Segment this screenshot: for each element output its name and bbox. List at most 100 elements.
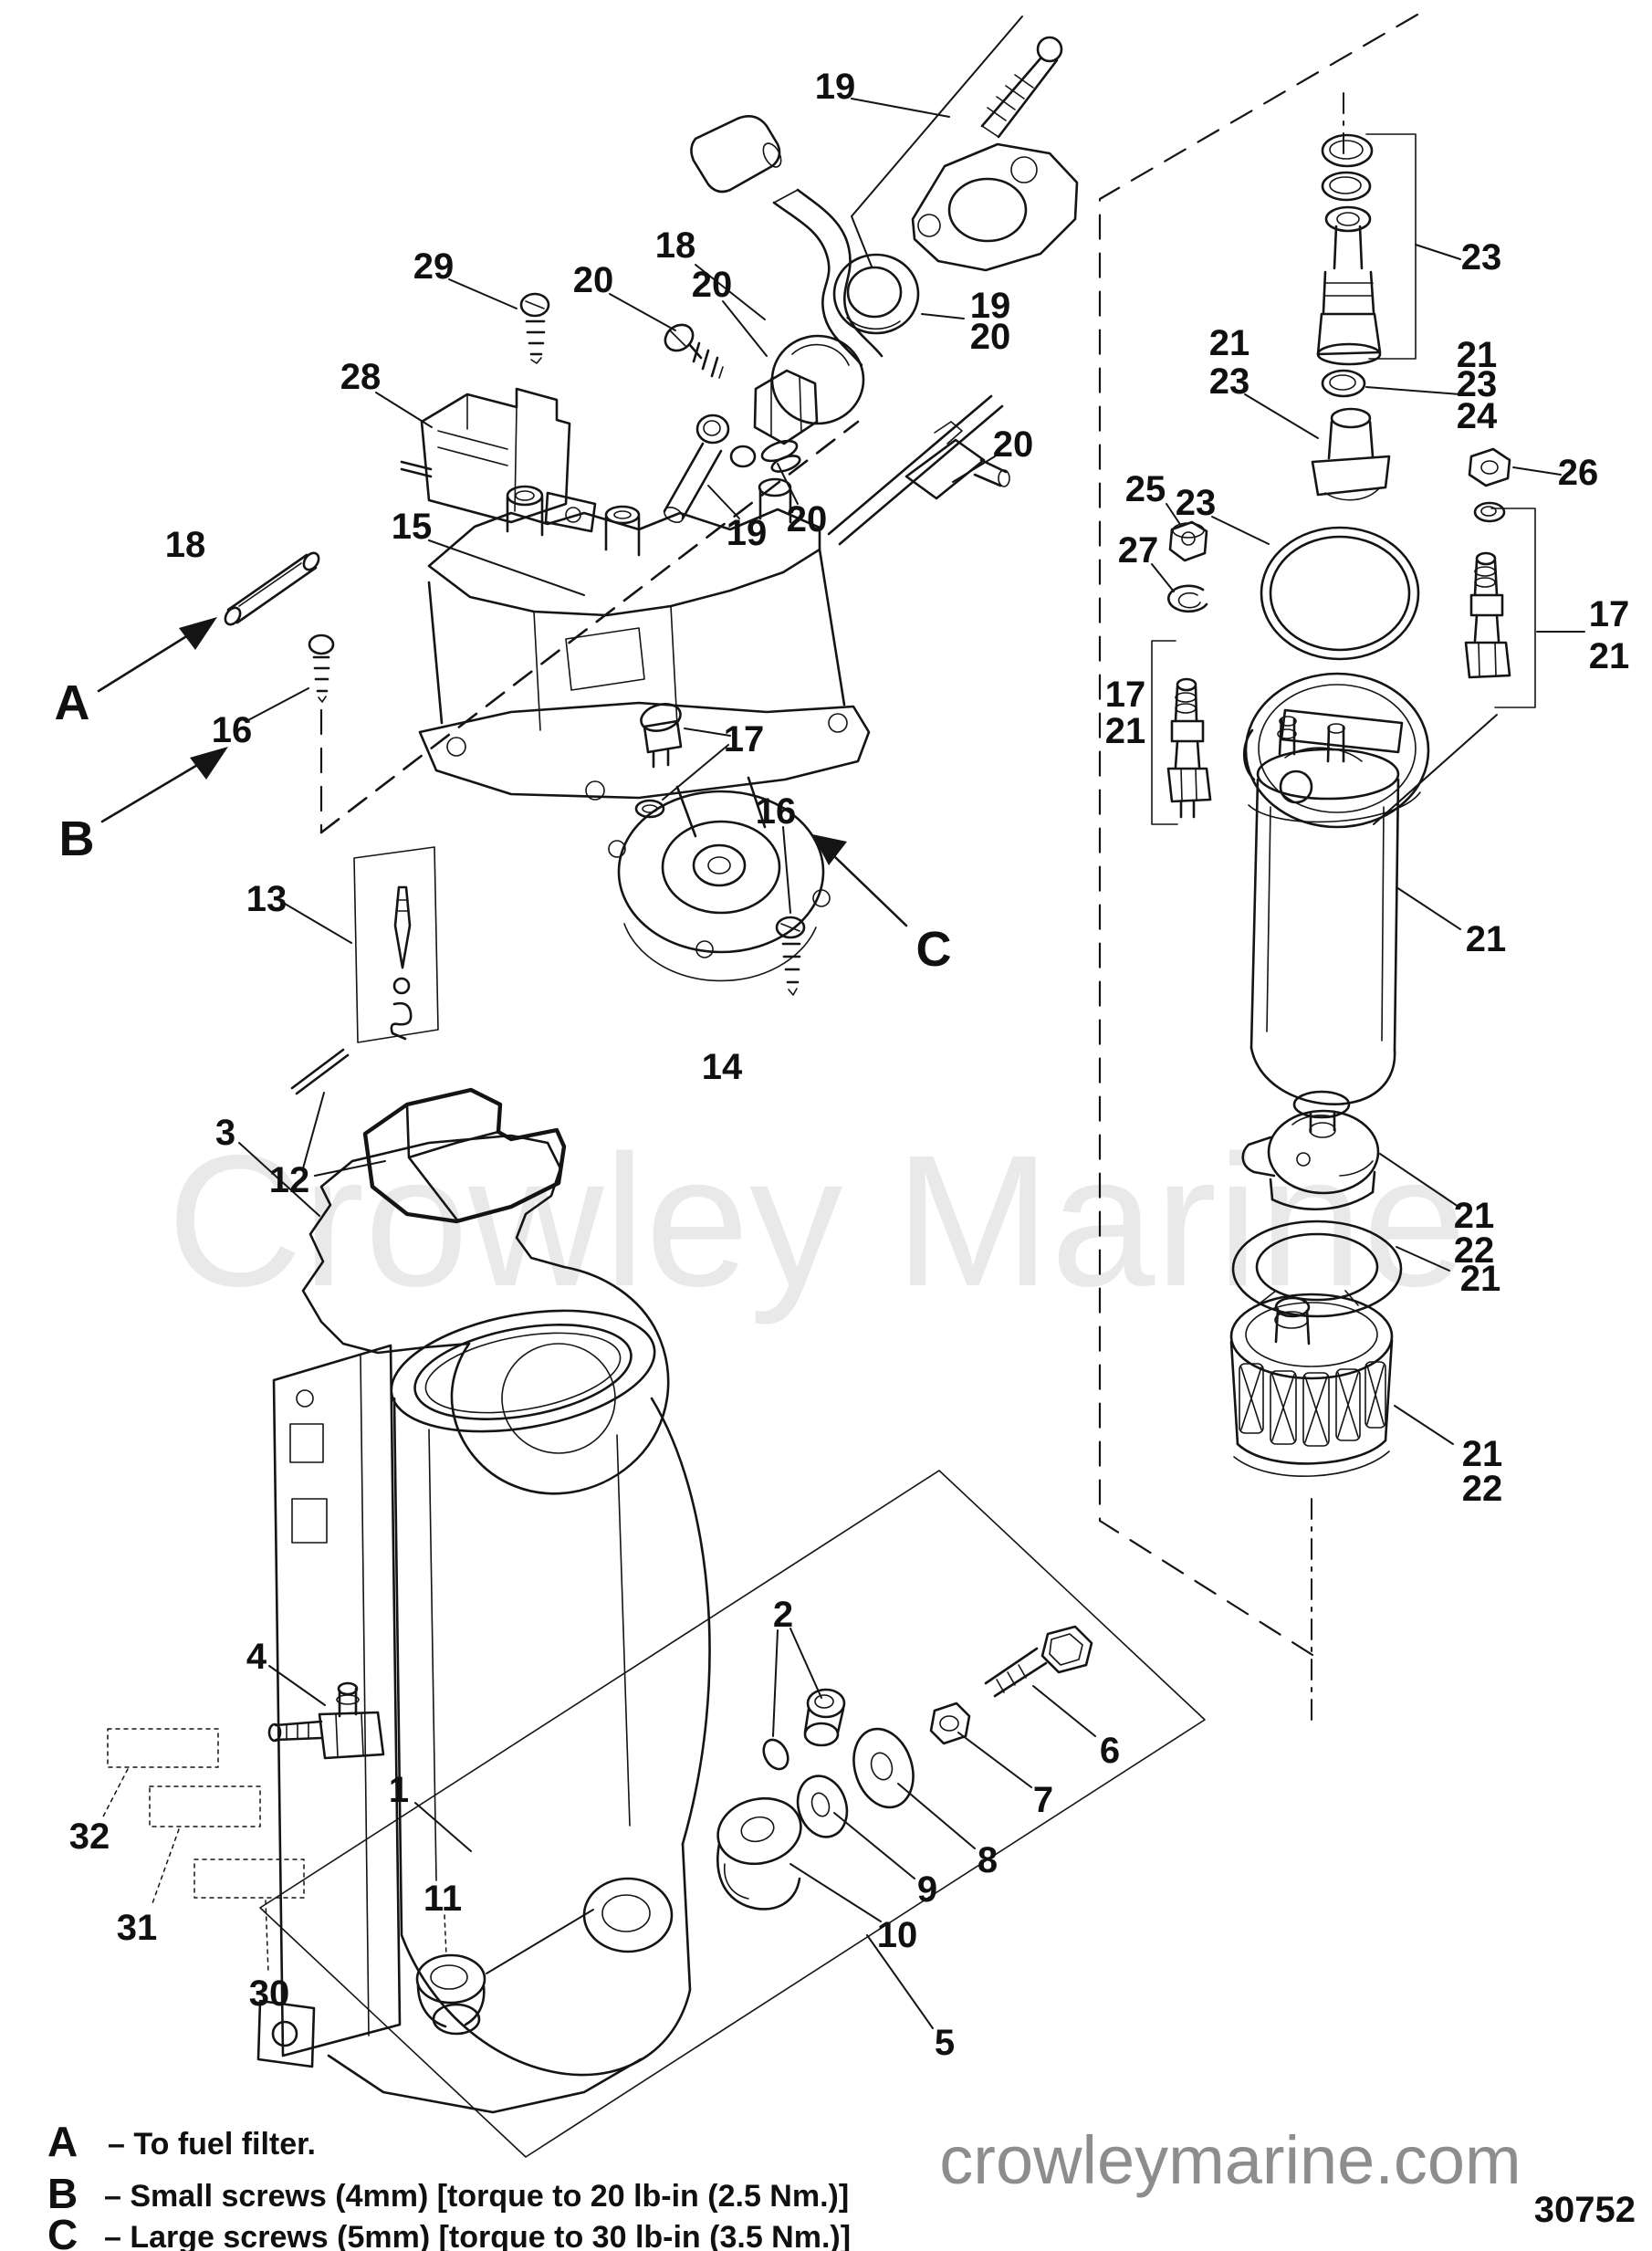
check-valve-cluster-19-20 — [663, 334, 865, 523]
callout-21-ring: 21 — [1460, 1259, 1501, 1299]
callout-29: 29 — [413, 246, 455, 287]
leader-lines — [238, 264, 1461, 2029]
callout-10: 10 — [877, 1915, 918, 1955]
callout-20-seal: 20 — [970, 317, 1011, 357]
callout-labels: 19 18 29 28 20 20 19 20 20 20 19 15 18 1… — [55, 67, 1630, 2063]
callout-21-rotor: 21 — [1454, 1196, 1495, 1236]
callout-22-rotor: 22 — [1454, 1230, 1495, 1271]
hinge-pin-12 — [290, 1048, 350, 1095]
callout-22-strainer: 22 — [1462, 1469, 1503, 1509]
legend-text-c: – Large screws (5mm) [torque to 30 lb-in… — [104, 2220, 851, 2251]
callout-24: 24 — [1457, 396, 1498, 436]
callout-25: 25 — [1125, 469, 1166, 509]
callout-20-cone: 20 — [787, 499, 828, 539]
reservoir-tank-1 — [256, 1309, 711, 2114]
callout-16-right: 16 — [756, 791, 797, 832]
callout-B: B — [59, 811, 95, 866]
retainer-ring-21 — [1231, 1220, 1403, 1318]
callout-7: 7 — [1033, 1780, 1053, 1820]
base-group-frame — [259, 1470, 1206, 2158]
float-bowl-cover — [1242, 672, 1430, 829]
callout-31: 31 — [117, 1908, 158, 1948]
mount-hardware — [716, 1625, 1093, 1911]
callout-23-reg: 23 — [1461, 237, 1502, 277]
callout-8: 8 — [978, 1840, 998, 1880]
callout-5: 5 — [935, 2023, 955, 2063]
inlet-fitting-17-21-right — [1373, 508, 1585, 825]
callout-21-strainer: 21 — [1462, 1434, 1503, 1474]
grommet-seal-19-20 — [832, 253, 920, 335]
callout-21-fl: 21 — [1105, 711, 1146, 751]
tee-fitting-20 — [827, 394, 1010, 546]
callout-28: 28 — [340, 357, 382, 397]
callout-1: 1 — [389, 1770, 409, 1810]
callout-12: 12 — [269, 1160, 310, 1200]
callout-17-fl: 17 — [1105, 675, 1146, 715]
bracket-23 — [1365, 133, 1461, 360]
callout-15: 15 — [392, 507, 433, 547]
bowl-gasket-23 — [1260, 526, 1420, 661]
strainer-21-22 — [1229, 1293, 1394, 1477]
site-watermark: crowleymarine.com — [939, 2122, 1521, 2198]
callout-18-pin: 18 — [165, 525, 206, 565]
callout-23-right: 23 — [1457, 364, 1498, 404]
callout-20-valve: 20 — [692, 265, 733, 305]
callout-C: C — [916, 922, 952, 977]
callout-13: 13 — [246, 879, 288, 919]
sheet-number: 30752 — [1534, 2190, 1636, 2230]
pump-base-21-22 — [1241, 1109, 1380, 1211]
leader-19-stud — [851, 16, 1023, 267]
callout-A: A — [55, 675, 90, 730]
callout-27: 27 — [1118, 530, 1159, 571]
screw-20-left — [664, 323, 724, 379]
arrow-C — [812, 834, 908, 927]
float-12 — [362, 1087, 567, 1224]
lock-washer-27 — [1167, 584, 1208, 613]
callout-14: 14 — [702, 1047, 743, 1087]
arrow-A — [97, 617, 217, 693]
legend-text-a: – To fuel filter. — [108, 2127, 316, 2162]
elbow-fitting-4 — [267, 1681, 385, 1760]
inlet-fitting-17-21-left — [1151, 640, 1212, 825]
callout-30: 30 — [249, 1974, 290, 2014]
banjo-fitting-17 — [634, 703, 683, 819]
callout-21-right: 21 — [1457, 335, 1498, 375]
callout-19-pipe: 19 — [727, 513, 768, 553]
screw-16-left — [308, 420, 860, 834]
decal-labels-30-31-32 — [101, 1728, 305, 1974]
pivot-post-23 — [1311, 407, 1391, 501]
fuel-pump-21 — [1249, 716, 1400, 1138]
callout-4: 4 — [246, 1637, 267, 1677]
legend-key-a: A — [47, 2118, 78, 2165]
screw-29 — [519, 292, 550, 364]
nut-25 — [1168, 520, 1208, 562]
arrow-B — [100, 747, 228, 823]
callout-17-mid: 17 — [724, 719, 765, 759]
stud-19 — [980, 36, 1063, 139]
legend-key-b: B — [47, 2170, 78, 2217]
callout-18-hose: 18 — [655, 225, 696, 266]
bowl-cover-14 — [608, 790, 831, 982]
callout-3: 3 — [215, 1113, 235, 1153]
callout-16-left: 16 — [212, 710, 253, 750]
callout-11: 11 — [423, 1879, 462, 1919]
regulator-valve-23 — [1316, 205, 1382, 366]
carburetor-body-15 — [418, 477, 871, 838]
callout-9: 9 — [917, 1869, 937, 1910]
legend-key-c: C — [47, 2211, 78, 2251]
callout-2: 2 — [773, 1595, 793, 1635]
legend-text-b: – Small screws (4mm) [torque to 20 lb-in… — [104, 2179, 849, 2214]
callout-26: 26 — [1558, 453, 1599, 493]
screw-16-right — [775, 916, 806, 996]
nut-26-washer-24 — [1468, 447, 1562, 523]
callout-23-left: 23 — [1209, 361, 1250, 402]
callout-19-stud: 19 — [815, 67, 856, 107]
callout-23-gasket: 23 — [1176, 483, 1217, 523]
legend: A – To fuel filter. B – Small screws (4m… — [47, 2118, 851, 2251]
seal-21-23 — [1244, 369, 1461, 439]
flange-gasket-19 — [911, 142, 1079, 272]
callout-21-fr: 21 — [1589, 636, 1630, 676]
callout-6: 6 — [1100, 1731, 1120, 1771]
callout-21-left: 21 — [1209, 323, 1250, 363]
